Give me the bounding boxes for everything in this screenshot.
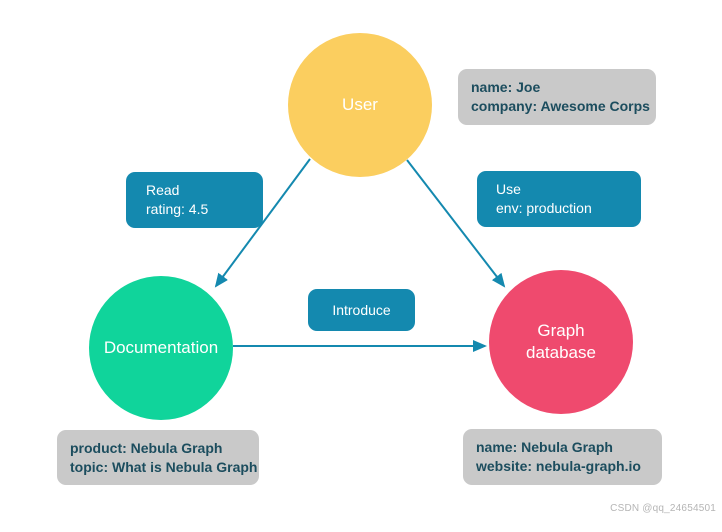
user-property-name: name: Joe (471, 79, 541, 95)
node-graph-database-label: Graph database (526, 320, 596, 362)
node-user: User (288, 33, 432, 177)
node-documentation: Documentation (89, 276, 233, 420)
edge-label-introduce: Introduce (308, 289, 415, 331)
node-documentation-label: Documentation (103, 337, 219, 357)
edge-use-property: env: production (496, 200, 592, 216)
edge-read-property: rating: 4.5 (146, 201, 209, 217)
edge-introduce-name: Introduce (332, 301, 391, 318)
edge-read-name: Read (146, 182, 180, 198)
node-user-label: User (342, 94, 378, 114)
documentation-property-product: product: Nebula Graph (70, 439, 223, 456)
properties-box-graph-database: name: Nebula Graph website: nebula-graph… (463, 429, 662, 485)
edge-label-use: Use env: production (477, 171, 641, 227)
edge-label-read: Read rating: 4.5 (126, 172, 263, 228)
properties-box-documentation: product: Nebula Graph topic: What is Neb… (57, 430, 259, 485)
graph-database-property-website: website: nebula-graph.io (476, 458, 641, 474)
edge-use-name: Use (496, 181, 521, 197)
user-property-company: company: Awesome Corps (471, 98, 650, 114)
graph-database-property-name: name: Nebula Graph (476, 439, 613, 455)
documentation-property-topic: topic: What is Nebula Graph (70, 458, 258, 475)
csdn-watermark: CSDN @qq_24654501 (610, 503, 716, 514)
properties-box-user: name: Joe company: Awesome Corps (458, 69, 656, 125)
node-graph-database: Graph database (489, 270, 633, 414)
